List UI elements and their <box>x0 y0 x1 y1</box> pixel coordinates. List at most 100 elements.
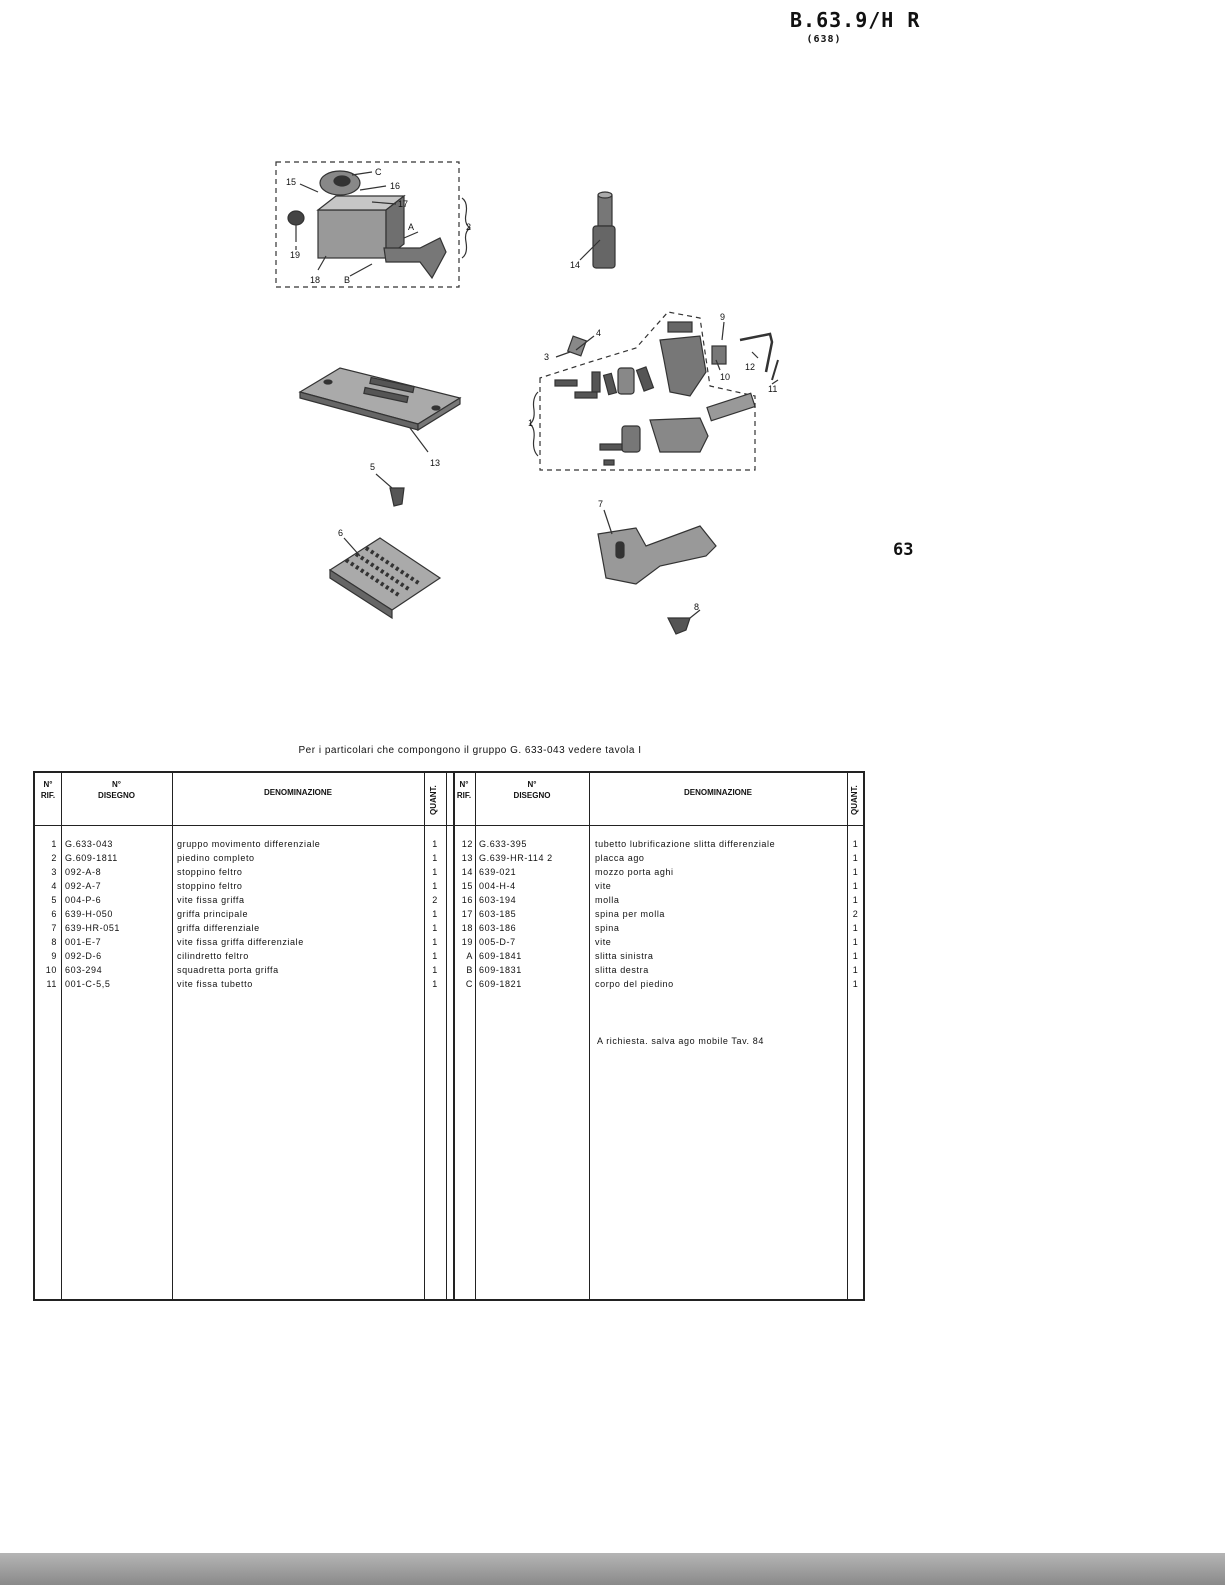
cell-quant: 1 <box>432 965 438 975</box>
cell-quant: 1 <box>852 881 859 891</box>
callout-10: 10 <box>720 372 730 382</box>
cell-quant: 2 <box>432 895 438 905</box>
group-2-brace <box>461 197 472 259</box>
cell-rif: A <box>466 951 473 961</box>
cell-denominazione: griffa principale <box>177 909 249 919</box>
cell-rif: 14 <box>461 867 473 877</box>
parts-diagram: 15 C 16 17 A 2 19 18 B 14 4 3 9 10 12 11… <box>275 161 779 635</box>
callout-2: 2 <box>466 222 471 232</box>
callout-3: 3 <box>544 352 549 362</box>
callout-11: 11 <box>768 384 777 394</box>
callout-1: 1 <box>528 418 533 428</box>
cell-disegno: 005-D-7 <box>479 937 516 947</box>
cell-quant: 1 <box>852 965 859 975</box>
cell-disegno: G.639-HR-114 2 <box>479 853 553 863</box>
cell-disegno: G.633-395 <box>479 839 527 849</box>
document-subcode: (638) <box>806 34 842 45</box>
cell-rif: 6 <box>51 909 57 919</box>
cell-quant: 1 <box>432 979 438 989</box>
cell-rif: 1 <box>51 839 57 849</box>
on-request-note: A richiesta. salva ago mobile Tav. 84 <box>597 1036 764 1046</box>
cell-denominazione: spina <box>595 923 620 933</box>
callout-17: 17 <box>398 199 408 209</box>
cell-denominazione: piedino completo <box>177 853 255 863</box>
cell-denominazione: vite <box>595 881 612 891</box>
table-half-divider <box>453 773 455 1299</box>
cell-quant: 1 <box>432 839 438 849</box>
cell-rif: 17 <box>461 909 473 919</box>
callout-7: 7 <box>598 499 603 509</box>
group-2-box <box>275 161 460 288</box>
scan-edge-band <box>0 1553 1225 1585</box>
cell-disegno: 004-H-4 <box>479 881 516 891</box>
cell-quant: 1 <box>852 867 859 877</box>
cell-disegno: 603-194 <box>479 895 517 905</box>
cell-quant: 1 <box>852 839 859 849</box>
cell-disegno: G.633-043 <box>65 839 113 849</box>
header-rif-left: N°RIF. <box>40 780 56 800</box>
cell-disegno: 639-HR-051 <box>65 923 121 933</box>
cell-rif: 5 <box>51 895 57 905</box>
group-1-brace <box>529 391 539 457</box>
callout-5: 5 <box>370 462 375 472</box>
cell-quant: 1 <box>852 853 859 863</box>
cell-disegno: 603-185 <box>479 909 517 919</box>
group-1-box <box>539 311 756 471</box>
col-divider <box>589 773 590 1299</box>
callout-4: 4 <box>596 328 601 338</box>
callout-19: 19 <box>290 250 300 260</box>
screw-8-illustration <box>667 617 691 635</box>
cell-quant: 1 <box>852 951 859 961</box>
cell-quant: 1 <box>852 979 859 989</box>
callout-B: A <box>408 222 414 232</box>
cell-rif: 12 <box>461 839 473 849</box>
parts-table: N°RIF. N°DISEGNO DENOMINAZIONE QUANT. N°… <box>33 771 865 1301</box>
col-divider <box>61 773 62 1299</box>
header-rif-right: N°RIF. <box>456 780 472 800</box>
cell-denominazione: mozzo porta aghi <box>595 867 674 877</box>
differential-feed-dog-illustration <box>597 525 717 585</box>
cell-denominazione: cilindretto feltro <box>177 951 249 961</box>
header-disegno-right: N°DISEGNO <box>513 780 551 800</box>
callout-15: 15 <box>286 177 296 187</box>
cell-disegno: 639-021 <box>479 867 517 877</box>
cell-rif: 4 <box>51 881 57 891</box>
cell-disegno: 004-P-6 <box>65 895 102 905</box>
cell-quant: 1 <box>432 951 438 961</box>
cell-disegno: G.609-1811 <box>65 853 118 863</box>
header-denominazione-left: DENOMINAZIONE <box>264 788 332 797</box>
cell-disegno: 092-A-7 <box>65 881 102 891</box>
cell-rif: 9 <box>51 951 57 961</box>
cell-disegno: 603-186 <box>479 923 517 933</box>
cell-denominazione: tubetto lubrificazione slitta differenzi… <box>595 839 776 849</box>
page-number: 63 <box>893 540 914 560</box>
cell-disegno: 092-A-8 <box>65 867 102 877</box>
differential-movement-illustration <box>554 321 779 466</box>
cell-denominazione: molla <box>595 895 620 905</box>
callout-A: B <box>344 275 350 285</box>
cell-denominazione: spina per molla <box>595 909 666 919</box>
callout-6: 6 <box>338 528 343 538</box>
cell-disegno: 001-E-7 <box>65 937 102 947</box>
cell-rif: 18 <box>461 923 473 933</box>
cell-quant: 1 <box>432 909 438 919</box>
cell-denominazione: slitta sinistra <box>595 951 654 961</box>
document-code: B.63.9/H R <box>790 8 921 32</box>
cell-disegno: 609-1821 <box>479 979 522 989</box>
feed-dog-illustration <box>328 537 442 620</box>
cell-rif: 8 <box>51 937 57 947</box>
cell-quant: 1 <box>432 881 438 891</box>
cell-rif: 16 <box>461 895 473 905</box>
cell-rif: 19 <box>461 937 473 947</box>
col-divider <box>475 773 476 1299</box>
cell-disegno: 609-1831 <box>479 965 522 975</box>
cell-rif: B <box>466 965 473 975</box>
callout-14: 14 <box>570 260 580 270</box>
cell-rif: 11 <box>46 979 57 989</box>
cell-denominazione: corpo del piedino <box>595 979 674 989</box>
cell-quant: 2 <box>852 909 859 919</box>
callout-C: C <box>375 167 382 177</box>
col-divider <box>847 773 848 1299</box>
col-divider <box>172 773 173 1299</box>
header-denominazione-right: DENOMINAZIONE <box>684 788 752 797</box>
